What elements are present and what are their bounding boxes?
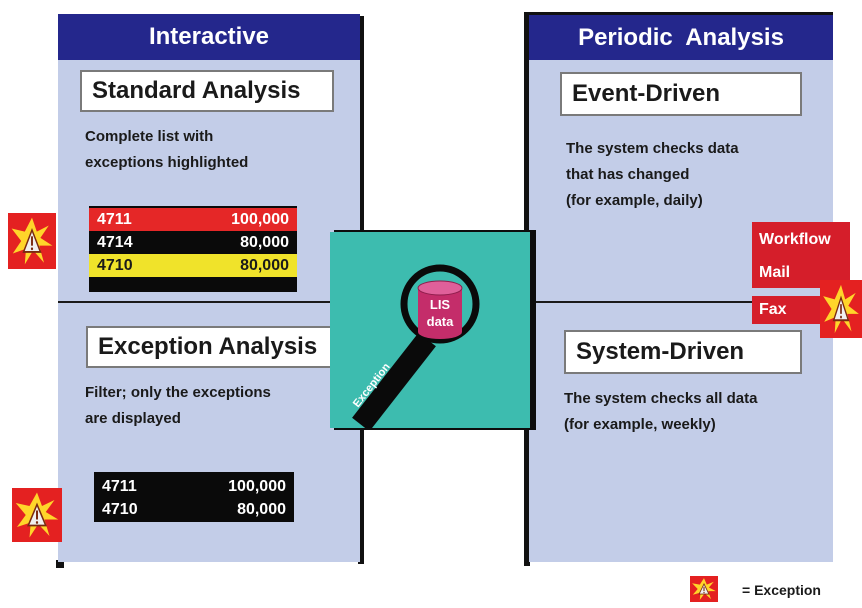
standard-analysis-title: Standard Analysis [80,70,334,112]
exception-analysis-label: Exception Analysis [98,333,318,360]
table-row: 4714 80,000 [89,231,297,254]
event-driven-title: Event-Driven [560,72,802,116]
table-row: 4710 80,000 [89,254,297,277]
event-driven-label: Event-Driven [572,80,721,107]
legend-exception-icon [690,576,718,602]
interactive-title: Interactive [148,23,270,50]
db-label-line2: data [427,314,455,329]
exception-analysis-title: Exception Analysis [86,326,342,368]
standard-analysis-description: Complete list with exceptions highlighte… [85,128,249,171]
interactive-header: Interactive [58,14,360,60]
exception-analysis-description: Filter; only the exceptions are displaye… [85,384,271,427]
event-driven-description: The system checks data that has changed … [566,140,739,209]
table-row: 4710 80,000 [94,498,294,521]
row-value: 80,000 [240,233,289,251]
row-id: 4711 [102,477,137,495]
legend-label: = Exception [742,582,821,598]
table-row: 4711 100,000 [89,208,297,231]
interactive-panel-edge [56,560,64,568]
row-value: 100,000 [228,477,286,495]
system-driven-title: System-Driven [564,330,802,374]
row-id: 4714 [97,233,133,251]
exception-data-table: 4711 100,000 4710 80,000 [94,472,294,522]
standard-data-table: 4711 100,000 4714 80,000 4710 80,000 [89,206,297,292]
channel-workflow: Workflow [752,222,850,258]
exception-data-rows: 4711 100,000 4710 80,000 [94,475,294,521]
row-value: 100,000 [231,210,289,228]
periodic-title: Periodic Analysis [578,23,784,51]
periodic-panel-top-border [529,12,833,15]
periodic-divider [529,301,833,303]
table-row: 4711 100,000 [94,475,294,498]
channel-fax-label: Fax [759,301,787,318]
magnifier-handle [352,332,436,428]
row-id: 4710 [97,256,133,274]
exception-icon [8,213,56,269]
standard-analysis-label: Standard Analysis [92,77,301,104]
db-label-line1: LIS [430,297,451,312]
channel-mail-label: Mail [759,264,791,281]
exception-icon [12,488,62,542]
interactive-divider [58,301,360,303]
row-id: 4710 [102,500,138,518]
exception-icon [820,280,862,338]
row-id: 4711 [97,210,132,228]
database-icon [417,280,463,339]
channel-workflow-label: Workflow [759,231,831,248]
magnifier-icon: LIS data Exception [351,264,480,428]
periodic-header: Periodic Analysis [529,15,833,60]
row-value: 80,000 [240,256,289,274]
system-driven-label: System-Driven [576,338,745,365]
channel-fax: Fax [752,296,824,324]
system-driven-description: The system checks all data (for example,… [564,390,758,433]
row-value: 80,000 [237,500,286,518]
standard-data-rows: 4711 100,000 4714 80,000 4710 80,000 [89,208,297,277]
